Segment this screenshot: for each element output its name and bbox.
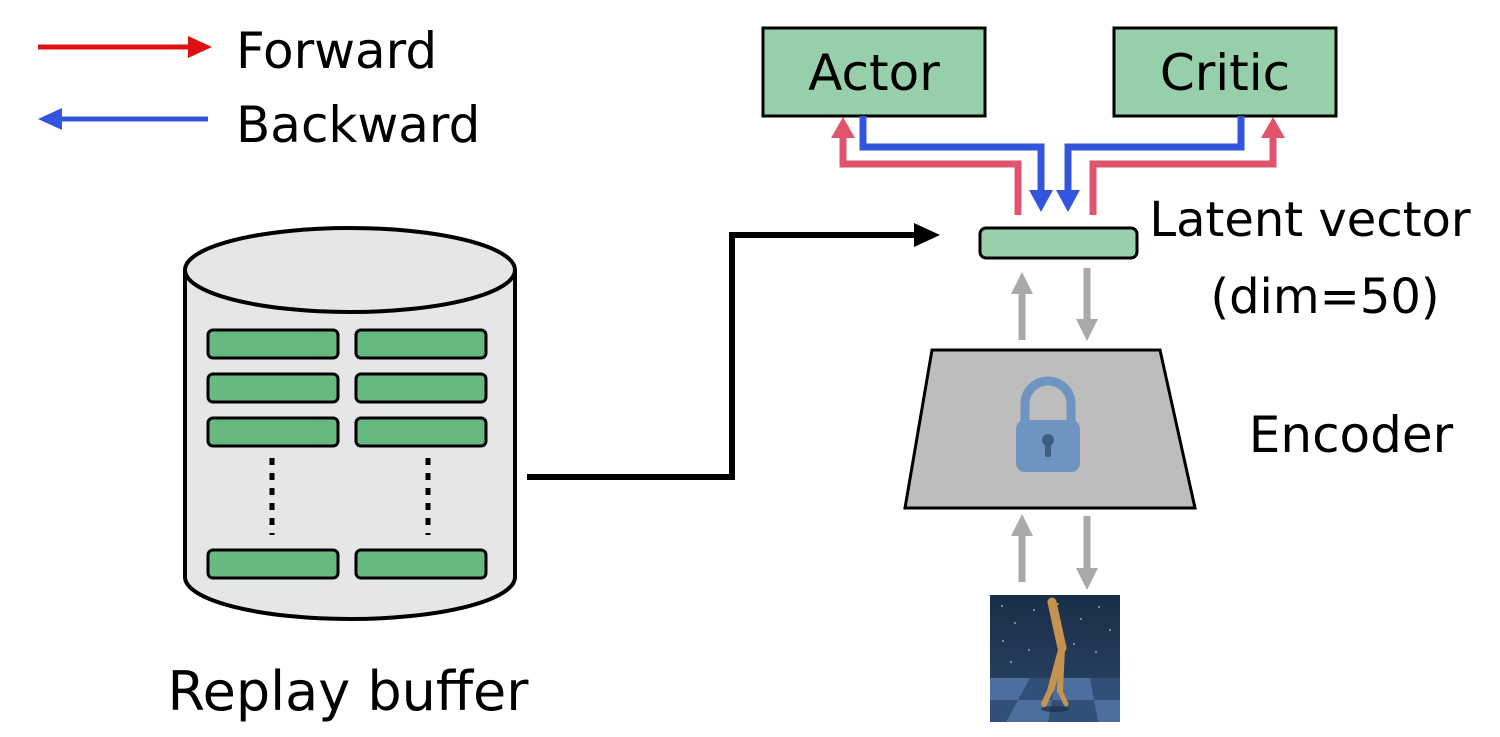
backward-arrowhead-critic [1056,190,1080,212]
critic-label: Critic [1160,44,1290,102]
latent-vector-box [978,226,1139,260]
forward-arrows [839,136,1277,215]
forward-arrowhead-critic [1261,117,1285,138]
backward-arrows [859,116,1245,192]
forward-arrow-actor [839,136,1022,215]
latent-encoder-arrows [1011,268,1098,341]
buffer-slot [206,548,340,580]
buffer-slot [354,328,488,360]
buffer-slot [206,372,340,404]
critic-box [1112,26,1338,118]
buffer-slots [206,328,488,580]
sampling-arrow [527,223,940,480]
actor-box [761,26,987,118]
forward-legend-arrow [38,36,212,58]
latent-vector-label: Latent vector [1149,192,1471,248]
cylinder-top [183,226,517,314]
padlock-icon [1016,376,1080,472]
buffer-slot [206,328,340,360]
encoder-observation-arrows [1011,514,1098,590]
forward-arrow-critic [1089,136,1277,215]
backward-legend-arrow [38,108,208,130]
walker-robot-image [990,595,1120,722]
latent-dim-label: (dim=50) [1210,269,1439,325]
backward-arrow-actor [859,116,1045,192]
backward-arrowhead-actor [1029,190,1053,212]
actor-label: Actor [808,44,940,102]
forward-arrowhead-actor [831,117,855,138]
backward-legend-label: Backward [236,96,480,154]
buffer-slot [354,416,488,448]
backward-arrow-critic [1064,116,1245,192]
buffer-slot [354,548,488,580]
buffer-ellipsis [269,458,431,535]
forward-legend-label: Forward [236,22,437,80]
replay-buffer-label: Replay buffer [168,660,530,723]
replay-buffer [183,226,517,621]
legend: Forward Backward [38,22,480,154]
buffer-slot [206,416,340,448]
encoder-label: Encoder [1249,406,1454,464]
buffer-slot [354,372,488,404]
